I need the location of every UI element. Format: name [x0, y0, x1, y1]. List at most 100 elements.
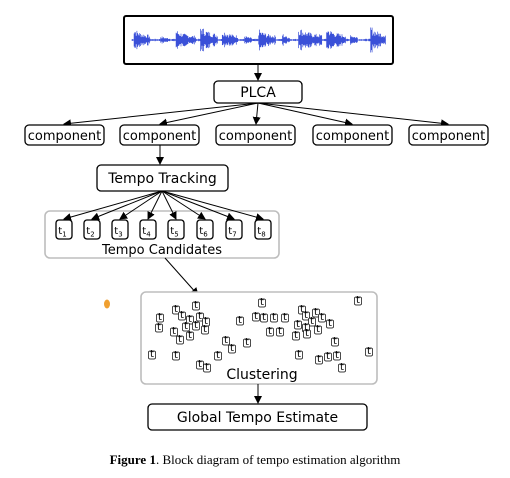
cluster-point-label: t — [172, 326, 176, 337]
cluster-point-label: t — [184, 321, 188, 332]
cluster-point-box — [182, 322, 190, 332]
cluster-point: t — [156, 312, 164, 323]
cluster-point-box — [243, 338, 251, 348]
arrow-tracking-to-candidate — [161, 190, 206, 220]
cluster-point-box — [331, 337, 339, 347]
cluster-point: t — [186, 314, 194, 325]
cluster-point: t — [252, 311, 260, 322]
cluster-point: t — [192, 300, 200, 311]
cluster-point-label: t — [198, 359, 202, 370]
tempo-candidate-label: t3 — [114, 226, 122, 239]
cluster-point: t — [312, 307, 320, 318]
audio-waveform-box — [123, 15, 394, 65]
cluster-point: t — [201, 324, 209, 335]
cluster-point-box — [281, 313, 289, 323]
cluster-point-box — [196, 312, 204, 322]
cluster-point-label: t — [216, 350, 220, 361]
cluster-point: t — [365, 346, 373, 357]
component-node: component — [408, 124, 489, 146]
cluster-point: t — [178, 310, 186, 321]
cluster-point-label: t — [203, 324, 207, 335]
cluster-point: t — [302, 310, 310, 321]
tempo-candidate-subscript: 4 — [146, 231, 151, 239]
cluster-point: t — [324, 351, 332, 362]
arrow-tracking-to-candidate — [63, 190, 163, 221]
cluster-point-label: t — [340, 362, 344, 373]
arrow-tracking-to-candidate — [161, 190, 264, 221]
arrow-plca-to-component — [257, 102, 449, 128]
cluster-point-box — [260, 313, 268, 323]
arrow-plca-to-component — [159, 102, 259, 127]
cluster-point-label: t — [180, 310, 184, 321]
tempo-candidate: t3 — [111, 219, 129, 240]
component-label: component — [219, 129, 293, 144]
cluster-point-box — [302, 311, 310, 321]
figure-caption: Figure 1. Block diagram of tempo estimat… — [0, 452, 510, 468]
tempo-candidate: t7 — [225, 219, 243, 240]
cluster-point-label: t — [300, 304, 304, 315]
plca-label: PLCA — [240, 85, 276, 101]
component-label: component — [123, 129, 197, 144]
cluster-point-label: t — [238, 315, 242, 326]
cluster-point-label: t — [320, 312, 324, 323]
cluster-point-box — [315, 355, 323, 365]
tempo-candidate-subscript: 1 — [62, 231, 66, 239]
cluster-point-label: t — [194, 320, 198, 331]
cluster-point-label: t — [278, 326, 282, 337]
cluster-point-label: t — [326, 351, 330, 362]
arrow-tracking-to-candidate — [91, 190, 163, 221]
cluster-point: t — [176, 334, 184, 345]
cluster-point: t — [295, 349, 303, 360]
cluster-point-label: t — [294, 330, 298, 341]
cluster-point-box — [354, 296, 362, 306]
tracking-to-candidate-arrows — [63, 190, 264, 221]
cluster-point-label: t — [262, 312, 266, 323]
tempo-candidate-label: t8 — [257, 226, 265, 239]
cluster-point-box — [192, 301, 200, 311]
cluster-point-label: t — [310, 316, 314, 327]
cluster-point-label: t — [314, 307, 318, 318]
component-node: component — [312, 124, 393, 146]
cluster-point-label: t — [188, 314, 192, 325]
cluster-point: t — [294, 319, 302, 330]
tempo-candidates-label: Tempo Candidates — [101, 243, 222, 258]
component-node: component — [119, 124, 200, 146]
arrow-plca-to-component — [63, 102, 259, 128]
tempo-candidate-subscript: 2 — [90, 231, 94, 239]
cluster-point-label: t — [268, 326, 272, 337]
cluster-point: t — [333, 350, 341, 361]
tempo-candidate-subscript: 5 — [174, 231, 178, 239]
cluster-point-box — [338, 363, 346, 373]
tempo-candidate-subscript: 8 — [261, 231, 265, 239]
cluster-point-box — [214, 351, 222, 361]
cluster-point-label: t — [367, 346, 371, 357]
cluster-point-box — [222, 336, 230, 346]
cluster-point-label: t — [316, 324, 320, 335]
component-label: component — [28, 129, 102, 144]
tempo-candidate-subscript: 7 — [232, 231, 236, 239]
cluster-point: t — [182, 321, 190, 332]
cluster-point-box — [365, 347, 373, 357]
cluster-point-box — [324, 352, 332, 362]
cluster-point-label: t — [254, 311, 258, 322]
cluster-point: t — [276, 326, 284, 337]
component-label: component — [412, 129, 486, 144]
cluster-point-label: t — [150, 349, 154, 360]
cluster-point: t — [292, 330, 300, 341]
plca-to-component-arrows — [63, 102, 449, 128]
arrow-tracking-to-candidate — [161, 190, 177, 220]
tempo-candidate-label: t4 — [142, 226, 151, 239]
cluster-point-box — [176, 335, 184, 345]
cluster-point: t — [281, 312, 289, 323]
cluster-point-box — [186, 331, 194, 341]
cluster-point-box — [266, 327, 274, 337]
cluster-point-label: t — [157, 322, 161, 333]
figure-label: Figure 1 — [109, 452, 156, 467]
arrow-plca-to-component — [257, 102, 353, 127]
tempo-candidate-label: t7 — [228, 226, 236, 239]
cluster-point-label: t — [158, 312, 162, 323]
cluster-point-box — [303, 329, 311, 339]
